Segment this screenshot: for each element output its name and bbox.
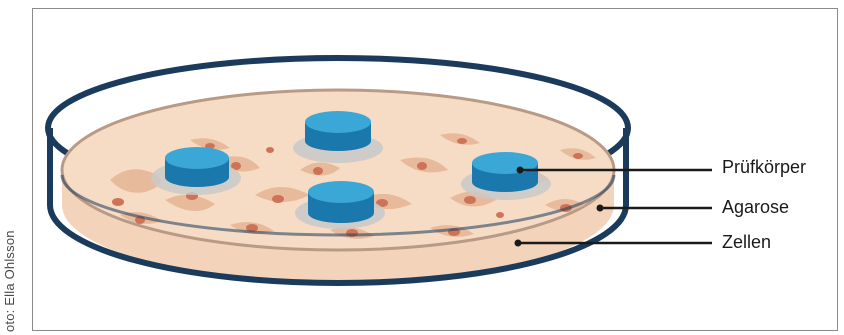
specimen-2 <box>305 111 371 151</box>
specimen-3 <box>308 181 374 223</box>
label-agarose: Agarose <box>722 197 789 218</box>
specimen-4 <box>472 152 538 192</box>
specimen-1 <box>165 147 229 187</box>
label-specimen: Prüfkörper <box>722 157 806 178</box>
photo-credit: oto: Ella Ohlsson <box>2 230 17 332</box>
label-cells: Zellen <box>722 232 771 253</box>
